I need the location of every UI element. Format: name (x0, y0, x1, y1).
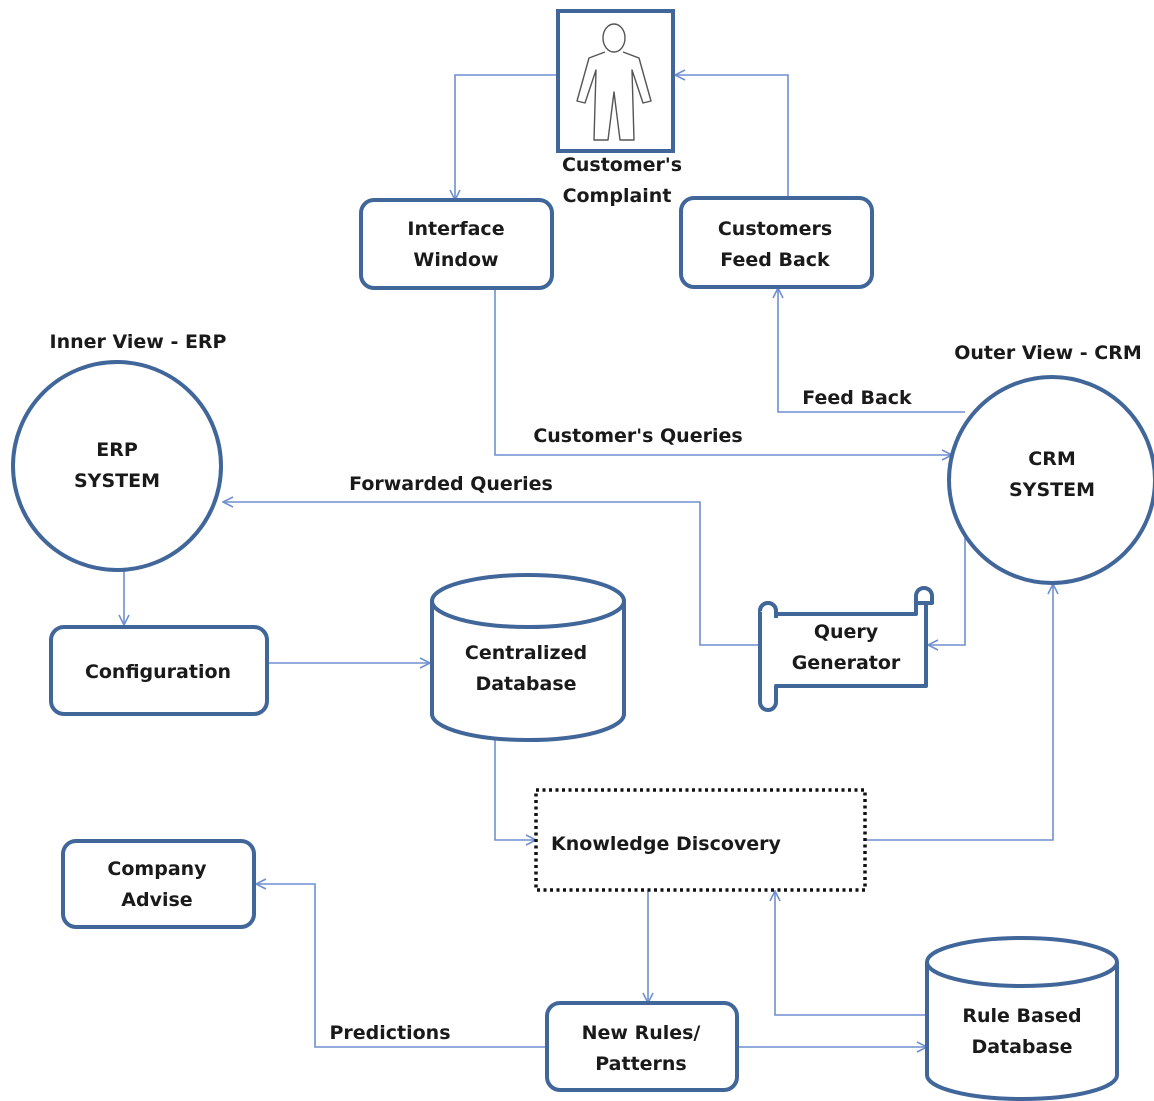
interface-window-node: Interface Window (359, 198, 554, 290)
arrow-querygen-to-erp (223, 502, 762, 646)
customer-label-line2: Complaint (563, 185, 672, 207)
new-rules-line1: New Rules/ (582, 1022, 701, 1044)
customer-queries-edge-label: Customer's Queries (533, 425, 742, 447)
knowledge-discovery-label: Knowledge Discovery (551, 833, 782, 855)
arrow-knowledge-to-crm (866, 584, 1053, 841)
predictions-edge-label: Predictions (329, 1022, 450, 1044)
centralized-db-line1: Centralized (465, 642, 587, 664)
interface-window-line2: Window (413, 249, 498, 271)
scroll-shape (758, 586, 934, 712)
rule-database-node: Rule Based Database (925, 936, 1119, 1101)
company-advise-line1: Company (107, 858, 207, 880)
person-icon (576, 23, 652, 141)
customer-node: Customer's Complaint (556, 9, 682, 207)
arrow-customer-to-interface (455, 74, 557, 200)
configuration-label: Configuration (85, 661, 231, 683)
edge-labels: Feed Back Customer's Queries Forwarded Q… (329, 387, 912, 1044)
customers-feedback-line2: Feed Back (720, 249, 830, 271)
interface-window-line1: Interface (407, 218, 504, 240)
customers-feedback-node: Customers Feed Back (679, 196, 874, 289)
crm-line2: SYSTEM (1009, 479, 1095, 501)
company-advise-line2: Advise (121, 889, 192, 911)
new-rules-line2: Patterns (595, 1053, 687, 1075)
erp-line2: SYSTEM (74, 470, 160, 492)
crm-caption: Outer View - CRM (954, 342, 1142, 364)
connectors (124, 75, 1053, 1047)
arrow-crm-to-feedback (778, 288, 965, 413)
rule-db-line2: Database (971, 1036, 1072, 1058)
query-generator-line1: Query (814, 621, 879, 643)
feed-back-edge-label: Feed Back (802, 387, 912, 409)
crm-system-node: Outer View - CRM CRM SYSTEM (947, 342, 1154, 585)
rule-db-line1: Rule Based (962, 1005, 1081, 1027)
arrow-ruledb-to-knowledge (775, 891, 927, 1016)
forwarded-queries-edge-label: Forwarded Queries (349, 473, 553, 495)
erp-system-node: Inner View - ERP ERP SYSTEM (11, 331, 227, 572)
centralized-db-line2: Database (475, 673, 576, 695)
arrow-newrules-to-advise (256, 884, 547, 1048)
arrow-interface-to-crm (494, 288, 952, 455)
company-advise-node: Company Advise (61, 839, 256, 929)
arrow-db-to-knowledge (494, 740, 536, 840)
arrow-feedback-to-customer (675, 75, 789, 198)
customer-frame (556, 9, 675, 153)
new-rules-node: New Rules/ Patterns (545, 1001, 739, 1092)
centralized-database-node: Centralized Database (430, 573, 626, 742)
configuration-node: Configuration (49, 625, 269, 716)
knowledge-discovery-node: Knowledge Discovery (534, 788, 867, 892)
customer-label-line1: Customer's (562, 154, 682, 176)
customers-feedback-line1: Customers (718, 218, 832, 240)
query-generator-line2: Generator (792, 652, 901, 674)
crm-line1: CRM (1028, 448, 1075, 470)
erp-caption: Inner View - ERP (50, 331, 227, 353)
erp-line1: ERP (96, 439, 138, 461)
query-generator-node: Query Generator (758, 586, 934, 712)
arrow-crm-to-querygen (928, 532, 966, 645)
